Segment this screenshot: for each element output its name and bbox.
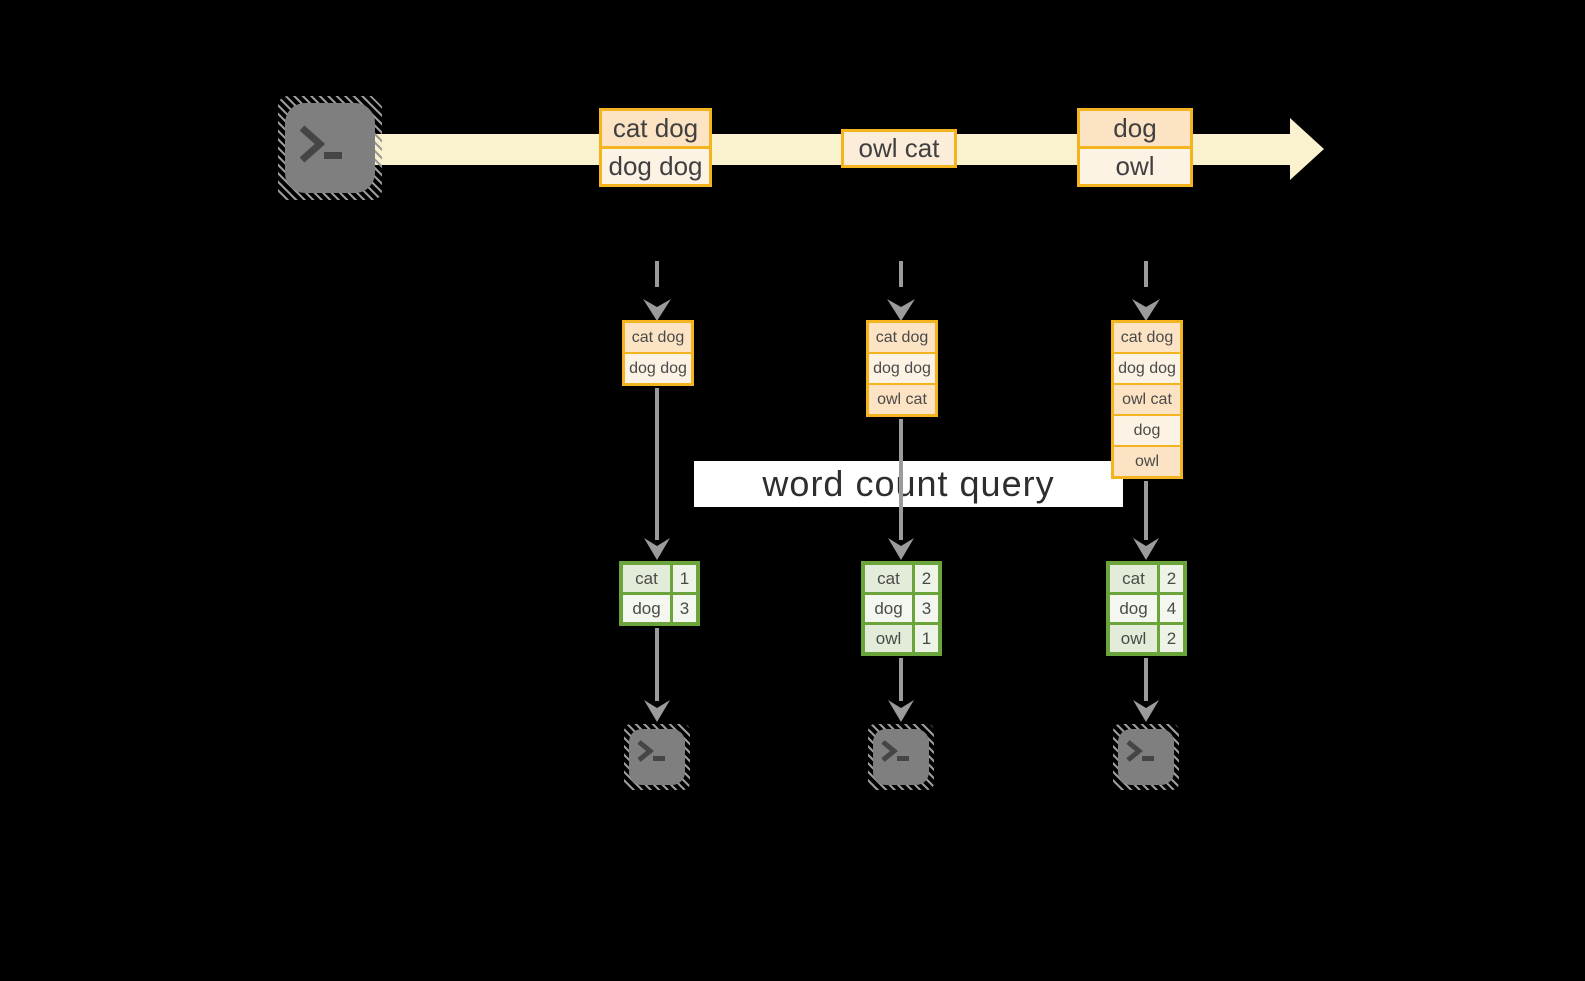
sink-terminal-icon-2	[868, 724, 934, 790]
batch-line: dog dog	[602, 146, 709, 184]
count-cell: 4	[1160, 595, 1183, 622]
ingest-arrow-3	[1132, 261, 1160, 321]
batch-line: dog	[1080, 111, 1190, 146]
accumulated-batch-3: cat dog dog dog owl cat dog owl	[1111, 320, 1183, 479]
count-table-1: cat 1 dog 3	[619, 561, 700, 626]
stack-line: owl	[1114, 445, 1180, 476]
count-cell: 3	[673, 595, 696, 622]
stack-line: dog	[1114, 414, 1180, 445]
stack-line: cat dog	[869, 323, 935, 352]
stack-line: dog dog	[625, 352, 691, 383]
count-cell: 1	[915, 625, 938, 652]
word-cell: cat	[1110, 565, 1157, 592]
count-cell: 1	[673, 565, 696, 592]
accumulated-batch-2: cat dog dog dog owl cat	[866, 320, 938, 417]
table-row: cat 2	[1110, 565, 1183, 592]
query-arrow-1	[644, 388, 670, 560]
count-cell: 3	[915, 595, 938, 622]
stack-line: cat dog	[1114, 323, 1180, 352]
stack-line: cat dog	[625, 323, 691, 352]
table-row: owl 2	[1110, 625, 1183, 652]
count-cell: 2	[1160, 625, 1183, 652]
stream-batch-2: owl cat	[841, 129, 957, 168]
terminal-prompt-icon	[1126, 740, 1154, 762]
count-table-2: cat 2 dog 3 owl 1	[861, 561, 942, 656]
stream-arrowhead-icon	[1290, 118, 1324, 180]
stack-line: dog dog	[1114, 352, 1180, 383]
table-row: dog 4	[1110, 595, 1183, 622]
stack-line: owl cat	[869, 383, 935, 414]
table-row: cat 2	[865, 565, 938, 592]
table-row: owl 1	[865, 625, 938, 652]
stream-batch-1: cat dog dog dog	[599, 108, 712, 187]
word-cell: cat	[865, 565, 912, 592]
batch-line: owl	[1080, 146, 1190, 184]
terminal-prompt-icon	[881, 740, 909, 762]
ingest-arrow-1	[643, 261, 671, 321]
count-cell: 2	[915, 565, 938, 592]
word-cell: owl	[1110, 625, 1157, 652]
batch-line: owl cat	[844, 132, 954, 165]
word-cell: dog	[623, 595, 670, 622]
word-cell: owl	[865, 625, 912, 652]
sink-terminal-icon-3	[1113, 724, 1179, 790]
sink-arrow-1	[644, 628, 670, 722]
sink-terminal-icon-1	[624, 724, 690, 790]
terminal-prompt-icon	[299, 125, 342, 163]
batch-line: cat dog	[602, 111, 709, 146]
word-cell: dog	[1110, 595, 1157, 622]
query-banner: word count query	[694, 461, 1123, 507]
count-table-3: cat 2 dog 4 owl 2	[1106, 561, 1187, 656]
table-row: cat 1	[623, 565, 696, 592]
sink-arrow-2	[888, 658, 914, 722]
stack-line: dog dog	[869, 352, 935, 383]
ingest-arrow-2	[887, 261, 915, 321]
table-row: dog 3	[865, 595, 938, 622]
accumulated-batch-1: cat dog dog dog	[622, 320, 694, 386]
word-cell: dog	[865, 595, 912, 622]
source-terminal-icon	[278, 96, 382, 200]
word-cell: cat	[623, 565, 670, 592]
terminal-prompt-icon	[637, 740, 665, 762]
sink-arrow-3	[1133, 658, 1159, 722]
stream-batch-3: dog owl	[1077, 108, 1193, 187]
table-row: dog 3	[623, 595, 696, 622]
stack-line: owl cat	[1114, 383, 1180, 414]
count-cell: 2	[1160, 565, 1183, 592]
terminal-screen	[285, 103, 375, 193]
query-arrow-3	[1133, 481, 1159, 560]
